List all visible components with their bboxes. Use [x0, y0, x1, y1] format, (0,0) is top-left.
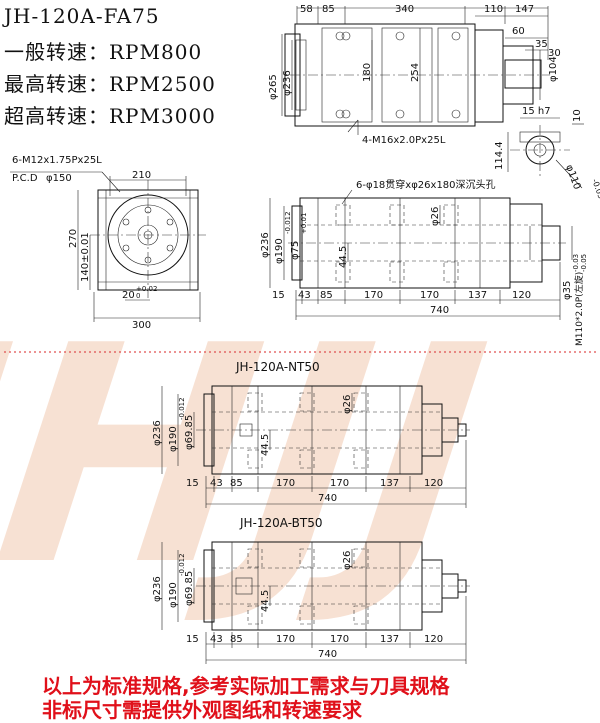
- bt50-overall-740: 740: [318, 649, 337, 660]
- dim-30: 30: [548, 48, 561, 59]
- bt50-dim-236: φ236: [152, 576, 163, 602]
- bt50-dim-190: φ190: [168, 582, 179, 608]
- dim-104: φ104: [548, 56, 559, 82]
- nt50-title: JH-120A-NT50: [235, 360, 320, 374]
- bt50-dim-190-tol: -0.012: [178, 553, 186, 576]
- nt50-bottom-dim-6: 120: [424, 478, 443, 489]
- nt50-bottom-dim-5: 137: [380, 478, 399, 489]
- normal-speed: 一般转速：RPM800: [4, 40, 203, 64]
- model-title: JH-120A-FA75: [4, 4, 160, 28]
- note-line-2: 非标尺寸需提供外观图纸和转速要求: [42, 698, 362, 722]
- dim-15h7: 15 h7: [522, 106, 551, 117]
- dim-254: 254: [410, 63, 421, 82]
- top-view: [281, 6, 550, 135]
- ultra-speed: 超高转速：RPM3000: [4, 104, 216, 128]
- dim-110: 110: [484, 4, 503, 15]
- front-pcd-label: P.C.D: [12, 173, 38, 184]
- side-bottom-dim-2: 85: [320, 290, 333, 301]
- dim-85: 85: [322, 4, 335, 15]
- bt50-bottom-dims: 15 43 85 170 170 137 120: [186, 634, 443, 645]
- side-bottom-dim-3: 170: [364, 290, 383, 301]
- side-view: [269, 189, 573, 320]
- side-dim-75-tol: +0.01: [300, 213, 308, 234]
- note-line-1: 以上为标准规格,参考实际加工需求与刀具规格: [42, 674, 450, 698]
- dim-300: 300: [132, 320, 151, 331]
- dim-20-tol-up: +0.02: [136, 285, 157, 293]
- bt50-bottom-dim-5: 137: [380, 634, 399, 645]
- side-dim-445: 44.5: [338, 246, 349, 268]
- nt50-view: [161, 385, 470, 508]
- bt50-dim-26: φ26: [342, 551, 353, 570]
- dim-180: 180: [362, 63, 373, 82]
- dim-210: 210: [132, 170, 151, 181]
- bt50-bottom-dim-6: 120: [424, 634, 443, 645]
- side-bottom-dim-6: 120: [512, 290, 531, 301]
- nt50-dim-190: φ190: [168, 426, 179, 452]
- dim-58: 58: [300, 4, 313, 15]
- dim-147: 147: [515, 4, 534, 15]
- side-dim-75: φ75: [290, 241, 301, 260]
- side-bottom-dim-5: 137: [468, 290, 487, 301]
- thread-note: M110*2.0P(左旋): [573, 272, 585, 346]
- nt50-bottom-dim-1: 43: [210, 478, 223, 489]
- bt50-bottom-dim-1: 43: [210, 634, 223, 645]
- bt50-bottom-dim-2: 85: [230, 634, 243, 645]
- nt50-bottom-dim-3: 170: [276, 478, 295, 489]
- side-dim-35-tol-1: -0.03: [572, 254, 580, 272]
- dim-265: φ265: [268, 74, 279, 100]
- dim-270: 270: [68, 229, 79, 248]
- dim-236: φ236: [282, 70, 293, 96]
- side-overall-740: 740: [430, 305, 449, 316]
- side-dim-236: φ236: [260, 232, 271, 258]
- nt50-dim-236: φ236: [152, 420, 163, 446]
- nt50-overall-740: 740: [318, 493, 337, 504]
- front-hole-note: 6-M12x1.75Px25L: [12, 155, 102, 166]
- bt50-title: JH-120A-BT50: [239, 516, 322, 530]
- bt50-bottom-dim-4: 170: [330, 634, 349, 645]
- bt50-view: [161, 541, 470, 664]
- nt50-bottom-dim-4: 170: [330, 478, 349, 489]
- nt50-dim-445: 44.5: [260, 434, 271, 456]
- side-bottom-dim-1: 43: [298, 290, 311, 301]
- dim-60: 60: [512, 26, 525, 37]
- dim-340: 340: [395, 4, 414, 15]
- nt50-bottom-dim-0: 15: [186, 478, 199, 489]
- dim-140: 140±0.01: [80, 232, 91, 282]
- side-dim-190-tol: -0.012: [284, 211, 292, 234]
- dim-110-tol: -0.05: [590, 178, 600, 201]
- bt50-bottom-dim-3: 170: [276, 634, 295, 645]
- bolt-note: 4-M16x2.0Px25L: [362, 135, 446, 146]
- front-view: [10, 171, 206, 322]
- key-detail-view: [507, 117, 584, 189]
- side-bottom-dims: 15 43 85 170 170 137 120: [272, 290, 531, 301]
- nt50-dim-6985: φ69.85: [184, 415, 195, 450]
- side-dim-190: φ190: [274, 238, 285, 264]
- nt50-bottom-dim-2: 85: [230, 478, 243, 489]
- max-speed: 最高转速：RPM2500: [4, 72, 216, 96]
- dim-114: 114.4: [494, 141, 505, 170]
- side-dim-35: φ35: [562, 281, 573, 300]
- front-pcd-value: φ150: [46, 173, 72, 184]
- bt50-dim-6985: φ69.85: [184, 571, 195, 606]
- nt50-dim-26: φ26: [342, 395, 353, 414]
- dim-35: 35: [535, 39, 548, 50]
- side-bottom-dim-0: 15: [272, 290, 285, 301]
- dim-20-tol-dn: 0: [136, 292, 140, 300]
- bt50-bottom-dim-0: 15: [186, 634, 199, 645]
- side-dim-26: φ26: [430, 207, 441, 226]
- dim-110-key: φ110: [563, 163, 582, 191]
- dim-20: 20: [122, 290, 135, 301]
- side-bottom-dim-4: 170: [420, 290, 439, 301]
- side-hole-note: 6-φ18贯穿xφ26x180深沉头孔: [356, 178, 496, 191]
- nt50-bottom-dims: 15 43 85 170 170 137 120: [186, 478, 443, 489]
- nt50-dim-190-tol: -0.012: [178, 397, 186, 420]
- bt50-dim-445: 44.5: [260, 590, 271, 612]
- side-dim-35-tol-2: -0.05: [580, 254, 588, 272]
- dim-10: 10: [572, 109, 583, 122]
